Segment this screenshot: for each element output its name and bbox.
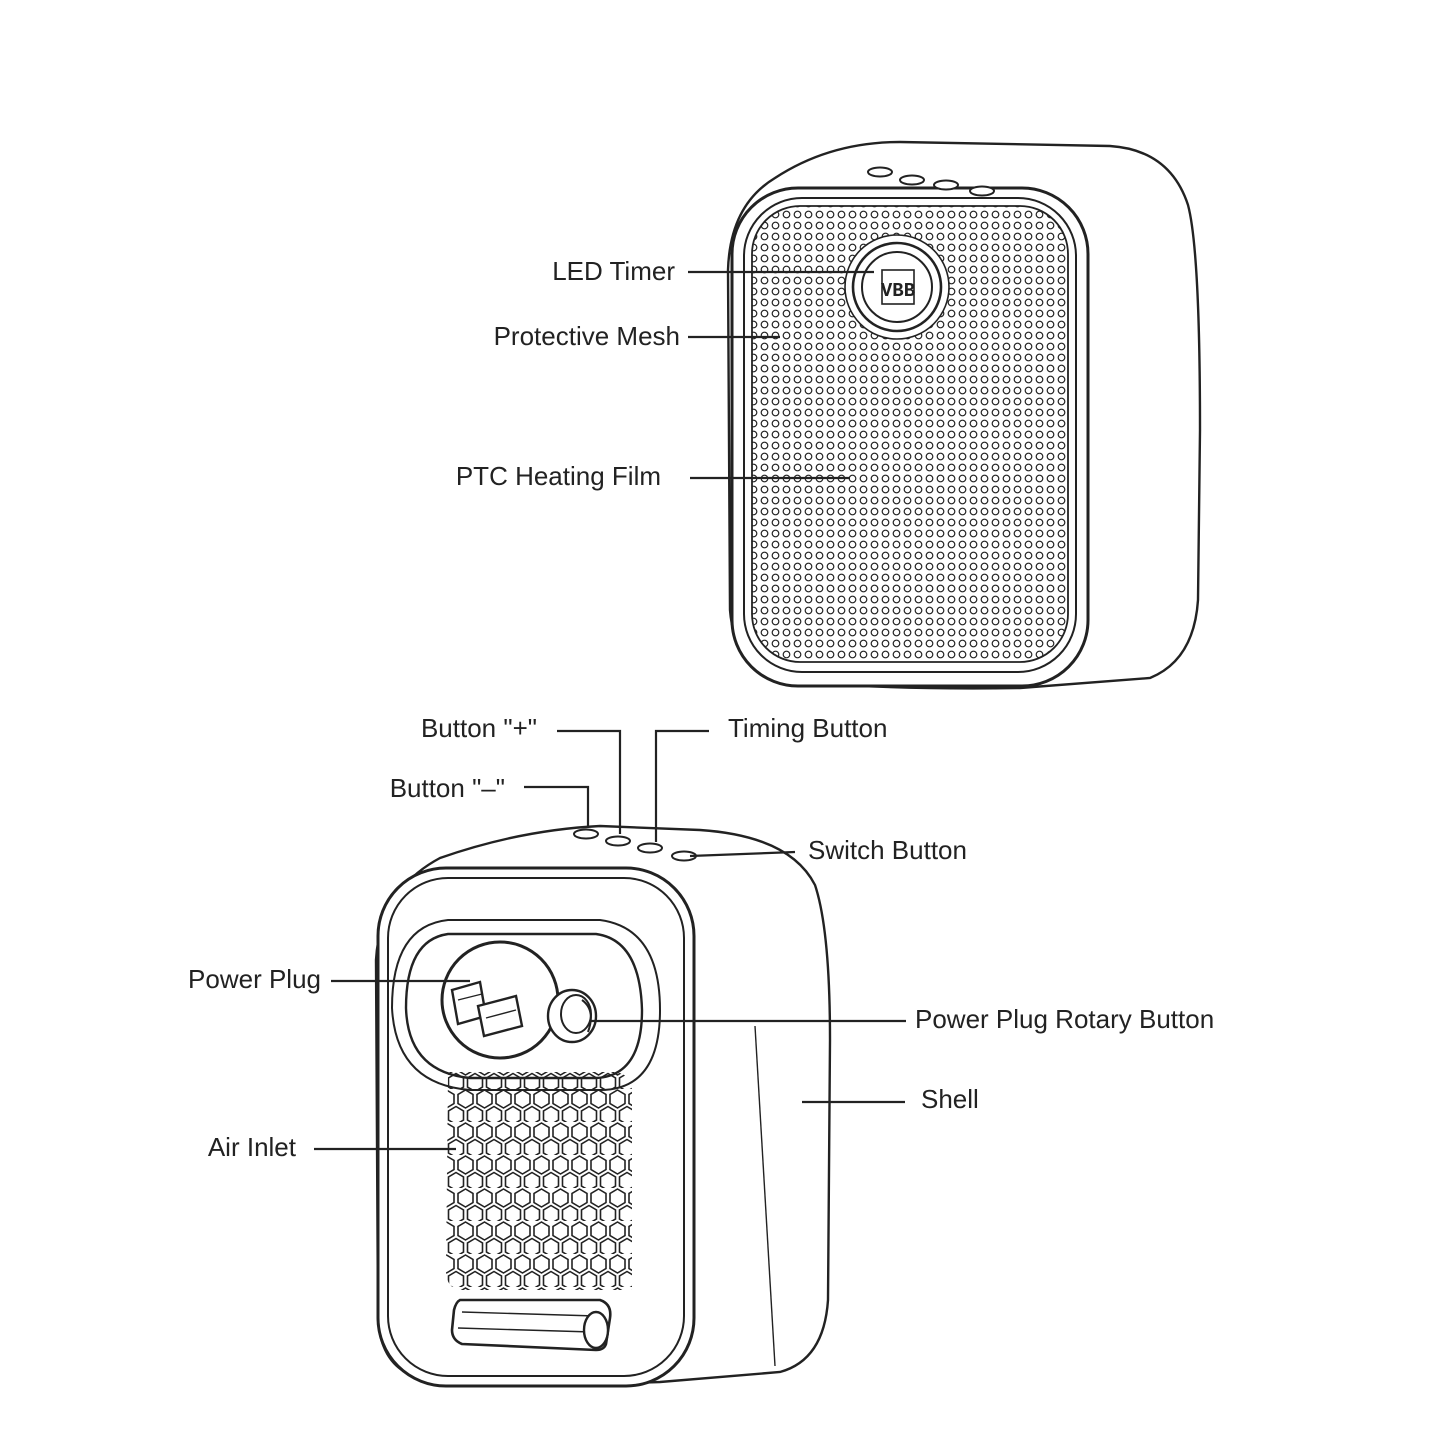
minus-button-icon[interactable] <box>573 828 599 840</box>
label-protective-mesh: Protective Mesh <box>494 321 680 351</box>
cord-handle <box>450 1298 612 1352</box>
front-minus-button-icon[interactable] <box>867 166 893 178</box>
label-button-plus: Button "+" <box>421 713 537 743</box>
power-plug-rotary-button-icon[interactable] <box>546 988 598 1044</box>
rear-frame-inner <box>387 877 685 1377</box>
front-plus-button-icon[interactable] <box>899 174 925 186</box>
air-inlet <box>446 1072 632 1290</box>
power-plug-pins-icon[interactable] <box>450 980 524 1038</box>
label-power-plug-rotary-button: Power Plug Rotary Button <box>915 1004 1214 1034</box>
label-timing-button: Timing Button <box>728 713 887 743</box>
label-power-plug: Power Plug <box>188 964 321 994</box>
heater-rear-view <box>374 824 832 1388</box>
power-plug-panel <box>390 919 662 1091</box>
heater-front-view: VBB <box>726 140 1202 690</box>
label-ptc-heating-film: PTC Heating Film <box>456 461 661 491</box>
front-timing-button-icon[interactable] <box>933 179 959 191</box>
leader-lines <box>314 270 906 1151</box>
plus-button-icon[interactable] <box>605 835 631 847</box>
rear-top-buttons <box>573 828 697 862</box>
leader-button-minus <box>524 785 590 828</box>
leader-button-plus <box>557 729 622 834</box>
leader-timing-button <box>654 729 709 842</box>
led-timer-display: VBB <box>881 280 915 302</box>
front-top-buttons <box>867 166 995 197</box>
label-air-inlet: Air Inlet <box>208 1132 297 1162</box>
front-switch-button-icon[interactable] <box>969 185 995 197</box>
led-timer: VBB <box>844 234 950 340</box>
label-shell: Shell <box>921 1084 979 1114</box>
label-switch-button: Switch Button <box>808 835 967 865</box>
callout-labels: LED Timer Protective Mesh PTC Heating Fi… <box>188 256 1214 1162</box>
leader-switch-button <box>689 850 796 858</box>
label-button-minus: Button "–" <box>390 773 505 803</box>
front-frame-inner <box>743 197 1077 673</box>
timing-button-icon[interactable] <box>637 842 663 854</box>
label-led-timer: LED Timer <box>552 256 675 286</box>
